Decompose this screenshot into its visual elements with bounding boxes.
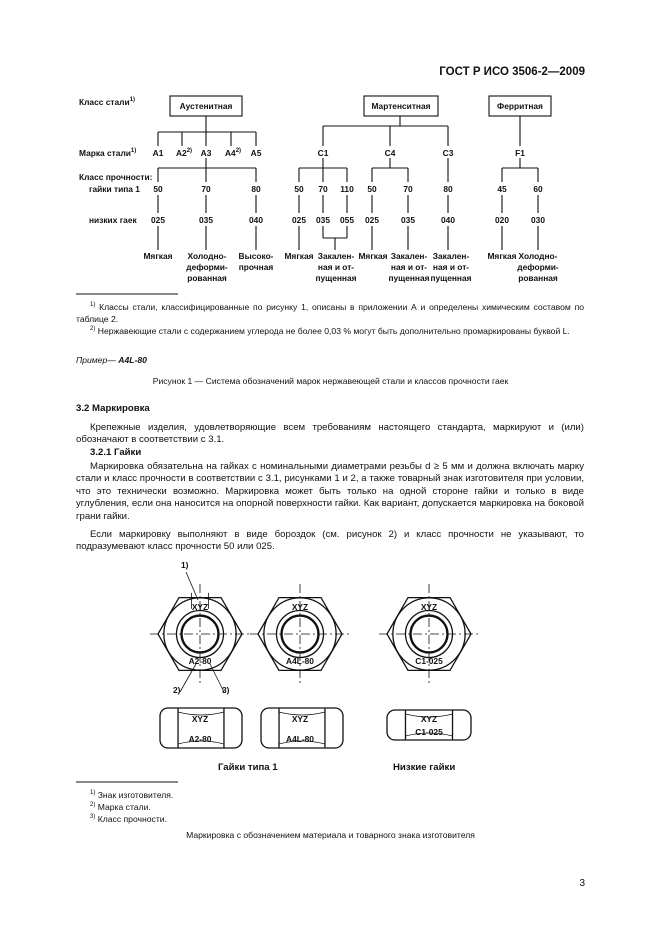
grade-mark: A4L-80: [286, 734, 314, 744]
row-label-nuts-type1: гайки типа 1: [89, 184, 140, 194]
strength-type1: 80: [443, 184, 453, 194]
grade-A5: A5: [250, 148, 262, 158]
class-box-martensitic: [363, 95, 439, 117]
grade-A3: A3: [200, 148, 212, 158]
fig2-footnote: 3) Класс прочности.: [90, 813, 167, 824]
side-nut-c1-025-body: [386, 709, 472, 741]
strength-low: 025: [151, 215, 165, 225]
strength-low: 055: [340, 215, 354, 225]
grade-mark: C1-025: [415, 656, 443, 666]
side-nut-a2-80-arc: [177, 711, 225, 716]
figure1-caption: Рисунок 1 — Система обозначений марок не…: [152, 376, 509, 386]
grade-F1: F1: [515, 148, 525, 158]
strength-low: 040: [441, 215, 455, 225]
document-header: ГОСТ Р ИСО 3506-2—2009: [439, 66, 585, 78]
grade-C1: C1: [317, 148, 329, 158]
state-label: Мягкая: [143, 251, 173, 261]
callout-3: 3): [222, 685, 230, 695]
strength-type1: 80: [251, 184, 261, 194]
leader-1: [185, 571, 199, 601]
side-nut-a4l-80-body: [260, 707, 344, 749]
label-low-nuts: Низкие гайки: [393, 762, 456, 773]
side-nut-a4l-80-arc: [278, 740, 326, 745]
section-3-2-text: Крепежные изделия, удовлетворяющие всем …: [76, 422, 584, 446]
strength-low: 035: [199, 215, 213, 225]
nut-a2-80-thread: [175, 609, 225, 659]
state-label: Холодно-деформи-рованная: [517, 251, 559, 283]
row-label-steel-class: Класс стали1): [79, 97, 135, 107]
side-nut-a4l-80-arc: [278, 711, 326, 716]
state-label: Мягкая: [358, 251, 388, 261]
strength-type1: 50: [153, 184, 163, 194]
callout-2: 2): [173, 685, 181, 695]
side-nut-c1-025-arc: [405, 713, 453, 718]
strength-low: 025: [292, 215, 306, 225]
footnote-2: 2) Нержавеющие стали с содержанием углер…: [90, 325, 570, 336]
strength-type1: 60: [533, 184, 543, 194]
class-label-austenitic: Аустенитная: [179, 101, 233, 111]
state-label: Закален-ная и от-пущенная: [388, 251, 430, 283]
strength-low: 020: [495, 215, 509, 225]
grade-mark: A2-80: [188, 734, 212, 744]
nut-c1-025-thread: [404, 609, 454, 659]
grade-mark: C1-025: [415, 727, 443, 737]
figure2-caption: Маркировка с обозначением материала и то…: [186, 830, 475, 840]
strength-type1: 70: [403, 184, 413, 194]
grade-A2: A22): [175, 148, 193, 158]
grade-C3: C3: [442, 148, 454, 158]
row-label-strength-class: Класс прочности:: [79, 172, 153, 182]
label-nuts-type1: Гайки типа 1: [218, 762, 278, 773]
grade-A1: A1: [152, 148, 164, 158]
class-label-ferritic: Ферритная: [497, 101, 543, 111]
strength-type1: 50: [367, 184, 377, 194]
row-label-steel-grade: Марка стали1): [79, 148, 137, 158]
strength-type1: 70: [318, 184, 328, 194]
callout-1: 1): [181, 560, 189, 570]
section-3-2-1-p2: Если маркировку выполняют в виде бороздо…: [76, 529, 584, 553]
example-line: Пример— A4L-80: [76, 355, 147, 365]
state-label: Мягкая: [284, 251, 314, 261]
strength-low: 025: [365, 215, 379, 225]
strength-type1: 110: [340, 184, 354, 194]
grade-mark: A2-80: [188, 656, 212, 666]
fig2-footnote: 2) Марка стали.: [90, 801, 151, 812]
state-label: Закален-ная и от-пущенная: [430, 251, 472, 283]
grade-A4: A42): [224, 148, 242, 158]
side-nut-a2-80-body: [159, 707, 243, 749]
footnote-1: 1) Классы стали, классифицированные по р…: [76, 301, 584, 325]
state-label: Холодно-деформи-рованная: [186, 251, 228, 283]
strength-low: 040: [249, 215, 263, 225]
fig2-footnote: 1) Знак изготовителя.: [90, 789, 174, 800]
grade-mark: A4L-80: [286, 656, 314, 666]
page-number: 3: [579, 878, 585, 889]
maker-mark: XYZ: [291, 714, 309, 724]
maker-mark: XYZ: [191, 602, 209, 612]
strength-type1: 45: [497, 184, 507, 194]
strength-type1: 50: [294, 184, 304, 194]
maker-mark: XYZ: [191, 714, 209, 724]
leader-3: [209, 663, 225, 693]
side-nut-a2-80-arc: [177, 740, 225, 745]
strength-low: 035: [316, 215, 330, 225]
grade-C4: C4: [384, 148, 396, 158]
state-label: Мягкая: [487, 251, 517, 261]
row-label-low-nuts: низких гаек: [89, 215, 137, 225]
strength-type1: 70: [201, 184, 211, 194]
strength-low: 035: [401, 215, 415, 225]
state-label: Высоко-прочная: [238, 251, 274, 272]
state-label: Закален-ная и от-пущенная: [315, 251, 357, 283]
class-label-martensitic: Мартенситная: [371, 101, 431, 111]
section-3-2-heading: 3.2 Маркировка: [76, 403, 150, 414]
maker-mark: XYZ: [291, 602, 309, 612]
maker-mark: XYZ: [420, 714, 438, 724]
strength-low: 030: [531, 215, 545, 225]
nut-a4l-80-thread: [275, 609, 325, 659]
section-3-2-1-p1: Маркировка обязательна на гайках с номин…: [76, 461, 584, 522]
section-3-2-1-heading: 3.2.1 Гайки: [90, 447, 142, 458]
maker-mark: XYZ: [420, 602, 438, 612]
side-nut-c1-025-arc: [405, 732, 453, 737]
leader-2: [179, 663, 197, 693]
